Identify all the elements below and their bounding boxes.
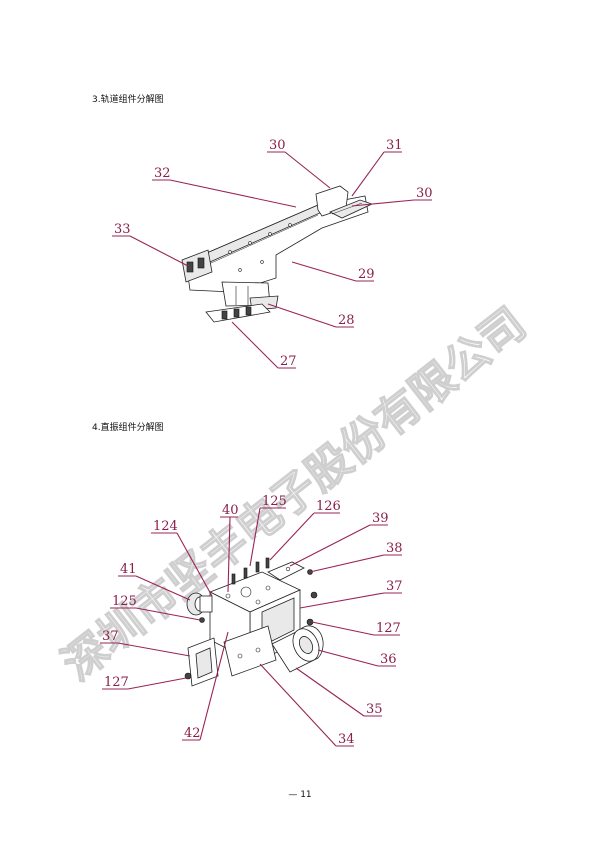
svg-text:39: 39 [372,511,389,526]
rail-callout-33: 33 [112,222,189,267]
vibrator-side-motor [186,592,213,616]
vib-callout-124: 124 [151,519,213,597]
svg-text:38: 38 [386,541,403,556]
vib-callout-39: 39 [289,511,389,567]
vib-callout-42: 42 [182,631,229,741]
svg-text:32: 32 [154,166,171,181]
svg-text:125: 125 [262,494,287,509]
vibrator-assembly-drawing [184,557,324,687]
svg-text:37: 37 [102,629,119,644]
page-number: — 11 [288,790,312,800]
svg-text:37: 37 [386,579,403,594]
vibrator-upper-bracket [267,561,305,581]
vib-callout-127a: 127 [311,621,401,636]
svg-text:35: 35 [366,702,383,717]
vib-callout-36: 36 [317,649,397,667]
rail-callout-27: 27 [231,321,297,369]
rail-callout-32: 32 [152,166,297,208]
vib-callout-41: 41 [118,562,191,601]
rail-callout-30a: 30 [267,138,331,189]
svg-text:29: 29 [358,267,375,282]
rail-callout-30b: 30 [351,186,433,207]
rail-assembly-drawing [181,185,374,323]
svg-text:33: 33 [114,222,131,237]
rail-callout-28: 28 [267,303,355,328]
svg-text:125: 125 [112,594,137,609]
vib-callout-38: 38 [309,541,403,573]
svg-text:36: 36 [380,652,397,667]
svg-text:30: 30 [416,186,433,201]
rail-callout-29: 29 [291,261,375,282]
vib-callout-40: 40 [220,503,239,593]
section-heading-rail: 3.轨道组件分解图 [92,95,164,105]
vibrator-screws [184,557,318,680]
svg-text:30: 30 [269,138,286,153]
svg-text:34: 34 [338,732,355,747]
svg-text:127: 127 [104,675,129,690]
vibrator-coil [271,625,324,673]
vib-callout-126: 126 [269,499,341,561]
svg-text:124: 124 [153,519,178,534]
vib-callout-34: 34 [259,663,355,747]
section-heading-vibrator: 4.直振组件分解图 [92,423,164,433]
svg-text:41: 41 [120,562,137,577]
svg-text:126: 126 [316,499,341,514]
vib-callout-125b: 125 [110,594,201,621]
vib-callout-125a: 125 [249,494,287,567]
svg-text:31: 31 [386,138,403,153]
svg-text:127: 127 [376,621,401,636]
vibrator-lower-plate [223,625,277,677]
rail-end-block [181,249,213,283]
vib-callout-37a: 37 [299,579,403,609]
vib-callout-127b: 127 [102,675,187,690]
svg-text:27: 27 [280,354,297,369]
rail-callout-31: 31 [351,138,403,197]
svg-text:42: 42 [184,726,201,741]
vib-callout-35: 35 [295,667,383,717]
vib-callout-37b: 37 [100,629,191,657]
svg-text:40: 40 [222,503,239,518]
svg-text:28: 28 [338,313,355,328]
